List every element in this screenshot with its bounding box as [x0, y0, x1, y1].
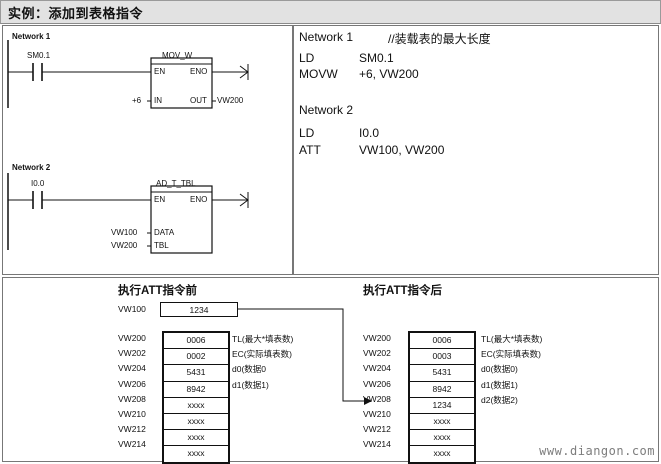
network1-out-pin: OUT — [190, 96, 207, 105]
stl-ld2-op: LD — [299, 126, 315, 140]
row-note: EC(实际填表数) — [481, 349, 541, 360]
address-label: VW208 — [363, 393, 391, 404]
address-label: VW206 — [118, 378, 146, 389]
address-label: VW210 — [363, 409, 391, 419]
stl-att-op: ATT — [299, 143, 321, 157]
network2-data-pin: DATA — [154, 228, 175, 237]
before-heading: 执行ATT指令前 — [118, 285, 198, 297]
row-note: d0(数据0) — [481, 364, 518, 375]
table-cell: xxxx — [164, 414, 228, 431]
stl-movw-op: MOVW — [299, 67, 338, 81]
network2-eno: ENO — [190, 195, 208, 204]
table-cell: 5431 — [164, 365, 228, 382]
address-label: VW212 — [363, 424, 391, 435]
row-note: EC(实际填表数) — [232, 349, 292, 360]
stl-ld2-arg: I0.0 — [359, 126, 380, 140]
network1-out-value: VW200 — [217, 96, 244, 105]
network1-eno: ENO — [190, 67, 208, 76]
table-cell: 0006 — [410, 333, 474, 350]
address-label: VW214 — [118, 439, 146, 450]
stl-network2-label: Network 2 — [299, 103, 354, 117]
address-label: VW208 — [118, 393, 146, 404]
row-note: d0(数据0 — [232, 364, 267, 375]
address-label: VW200 — [118, 333, 146, 343]
row-note: TL(最大*填表数) — [232, 334, 294, 344]
network1-in-pin: IN — [154, 96, 162, 105]
network1-box-name: MOV_W — [162, 51, 193, 60]
table-cell: xxxx — [410, 414, 474, 431]
address-label: VW204 — [118, 363, 146, 374]
address-label: VW202 — [363, 348, 391, 359]
before-vw100-value: 1234 — [160, 302, 238, 317]
address-label: VW200 — [363, 333, 391, 343]
stl-panel — [293, 25, 659, 275]
table-cell: 5431 — [410, 365, 474, 382]
stl-network1-comment: //装载表的最大长度 — [388, 32, 491, 46]
network2-tbl-pin: TBL — [154, 241, 169, 250]
row-note: d2(数据2) — [481, 394, 518, 405]
network2-box-name: AD_T_TBL — [156, 179, 196, 188]
before-vw100-label: VW100 — [118, 304, 146, 314]
row-note: d1(数据1) — [232, 379, 269, 390]
address-label: VW206 — [363, 378, 391, 389]
stl-ld1-arg: SM0.1 — [359, 51, 394, 65]
address-label: VW214 — [363, 439, 391, 450]
network2-label: Network 2 — [12, 163, 51, 172]
address-label: VW204 — [363, 363, 391, 374]
watermark: www.diangon.com — [539, 444, 655, 458]
table-cell: xxxx — [410, 430, 474, 447]
title-bar: 实例：添加到表格指令 — [0, 0, 661, 24]
stl-ld1-op: LD — [299, 51, 315, 65]
network2-tbl-value: VW200 — [111, 241, 138, 250]
network2-contact: I0.0 — [31, 179, 45, 188]
stl-att-arg: VW100, VW200 — [359, 143, 445, 157]
table-cell: xxxx — [433, 448, 451, 459]
network2-en: EN — [154, 195, 166, 204]
network1-en: EN — [154, 67, 166, 76]
network1-contact: SM0.1 — [27, 51, 51, 60]
table-panel — [2, 277, 659, 462]
after-heading: 执行ATT指令后 — [363, 285, 443, 297]
table-cell: xxxx — [164, 430, 228, 447]
table-cell: 8942 — [410, 382, 474, 398]
address-label: VW210 — [118, 409, 146, 419]
table-cell: 0003 — [410, 349, 474, 366]
row-note: d1(数据1) — [481, 379, 518, 390]
table-cell: xxxx — [164, 398, 228, 414]
address-label: VW212 — [118, 424, 146, 435]
stl-network1-label: Network 1 — [299, 30, 354, 44]
network1-label: Network 1 — [12, 32, 51, 41]
network1-in-value: +6 — [132, 96, 142, 105]
stl-movw-arg: +6, VW200 — [359, 67, 419, 81]
table-cell: 0002 — [164, 349, 228, 366]
address-label: VW202 — [118, 348, 146, 359]
page-title: 实例：添加到表格指令 — [8, 6, 144, 21]
table-cell: xxxx — [187, 448, 205, 459]
network2-data-value: VW100 — [111, 228, 138, 237]
table-cell: 1234 — [410, 398, 474, 414]
row-note: TL(最大*填表数) — [481, 334, 543, 344]
table-cell: 8942 — [164, 382, 228, 398]
table-cell: 0006 — [164, 333, 228, 350]
